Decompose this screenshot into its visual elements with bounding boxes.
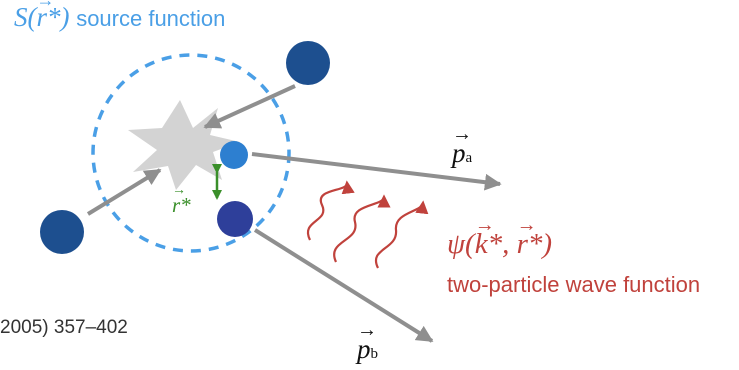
particle-b (217, 201, 253, 237)
incoming-beam-arrow-lower (86, 168, 162, 216)
k-star-vector-arrow: → (474, 214, 495, 236)
wave-function-symbol: ψ (447, 228, 466, 260)
particle-a (220, 141, 248, 169)
source-function-variable: r* (36, 2, 61, 32)
momentum-b-symbol: p (357, 334, 371, 364)
r-star-vector-arrow: → (36, 0, 55, 10)
wave-function-arg2: r* (516, 228, 543, 260)
track-a-arrow (251, 152, 502, 191)
collision-burst (128, 100, 240, 190)
source-region-circle (91, 53, 291, 253)
wave-function-text: two-particle wave function (447, 272, 701, 297)
wave-arrow-3 (374, 200, 429, 269)
wave-arrow-2 (333, 194, 391, 263)
momentum-a-subscript: a (465, 150, 473, 166)
wave-function-arg1: k (474, 228, 488, 260)
momentum-a-arrow: → (452, 123, 472, 145)
momentum-a-label: →pa (452, 123, 473, 169)
wave-arrow-1 (306, 180, 355, 241)
momentum-b-label: →pb (357, 319, 379, 365)
r-star-label: →r* (172, 183, 191, 218)
momentum-a-symbol: p (452, 138, 466, 168)
momentum-b-arrow: → (357, 319, 377, 341)
wave-function-formula: ψ(→k*, →r*) (447, 214, 553, 260)
incoming-beam-arrow-upper (203, 84, 296, 129)
citation-text: 2005) 357–402 (0, 317, 128, 338)
r-star-vector-arrow-2: → (516, 214, 537, 236)
r-star-label-text: r* (172, 193, 191, 217)
source-function-text: source function (76, 6, 226, 31)
incoming-particle-lower (40, 210, 84, 254)
incoming-particle-upper (286, 41, 330, 85)
track-b-arrow (253, 228, 434, 343)
wave-function-arg1-suffix: * (487, 228, 503, 260)
source-function-symbol: S (14, 2, 28, 32)
source-function-label: S(→r*) source function (14, 0, 226, 33)
momentum-b-subscript: b (370, 346, 379, 362)
r-star-label-arrow: → (172, 183, 186, 198)
